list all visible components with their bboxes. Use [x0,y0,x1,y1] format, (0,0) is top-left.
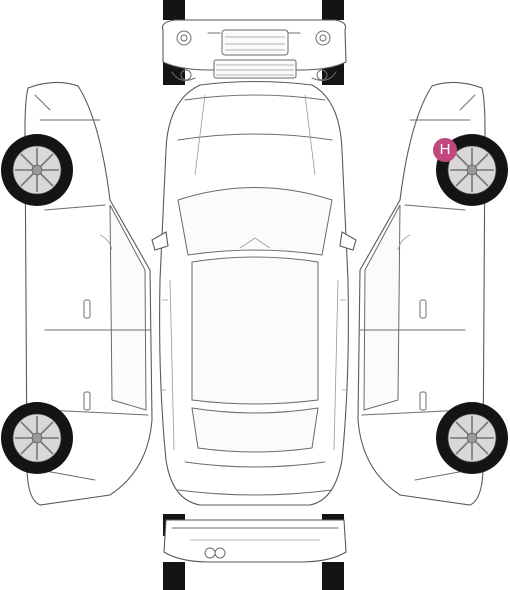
left-side-windows [109,204,147,411]
windshield [177,187,333,256]
front-left-fog-light [176,30,192,46]
exhaust-right [214,547,226,559]
front-right-fog-light [315,30,331,46]
damage-marker-h[interactable]: H [433,138,457,162]
rear-view [163,514,347,590]
rear-left-tire-stub [163,562,185,590]
right-side-view [357,81,508,506]
left-rear-wheel [1,402,73,474]
rear-right-tire-stub [322,562,344,590]
roof [191,256,319,405]
left-front-wheel [1,134,73,206]
top-view [151,80,357,506]
rear-bumper [163,519,347,563]
right-side-windows [363,204,401,411]
left-mirror [151,231,169,251]
front-lower-grille [213,59,297,79]
front-grille [221,29,289,56]
rear-window [191,407,319,453]
right-mirror [339,231,357,251]
right-rear-wheel [436,402,508,474]
right-front-door-handle [419,299,427,319]
right-rear-door-handle [419,391,427,411]
front-left-tire-stub [163,0,185,20]
left-rear-door-handle [83,391,91,411]
damage-marker-label: H [439,141,451,158]
front-right-tire-stub [322,0,344,20]
left-side-view [1,81,153,506]
left-front-door-handle [83,299,91,319]
front-view [161,0,347,85]
